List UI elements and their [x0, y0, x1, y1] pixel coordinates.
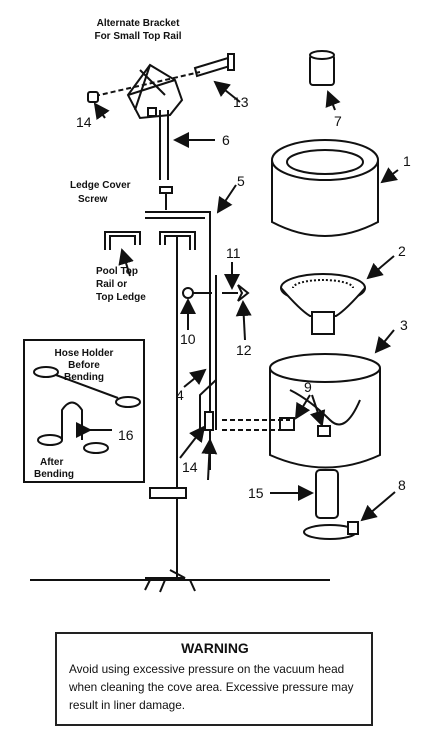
part-number-12: 12 [236, 342, 252, 358]
part-7-cap [309, 50, 335, 86]
part-8-clamp [303, 521, 359, 540]
part-number-14-bottom: 14 [182, 459, 198, 475]
part-number-9: 9 [304, 379, 312, 395]
warning-title: WARNING [181, 640, 249, 656]
part-number-14-top: 14 [76, 114, 92, 130]
ledge-cover-label-1: Ledge Cover [70, 180, 131, 191]
ledge-cover-label-2: Screw [78, 194, 108, 205]
part-15-tube [315, 469, 339, 519]
part-number-13: 13 [233, 94, 249, 110]
after-bending-label-2: Bending [34, 469, 74, 480]
part-number-1: 1 [403, 153, 411, 169]
part-number-10: 10 [180, 331, 196, 347]
ground [30, 579, 330, 593]
part-number-6: 6 [222, 132, 230, 148]
part-number-4: 4 [176, 387, 184, 403]
hose-holder-label-1: Hose Holder [55, 348, 114, 359]
alternate-bracket [87, 53, 235, 180]
part-number-5: 5 [237, 173, 245, 189]
part-number-15: 15 [248, 485, 264, 501]
ledge-cover-screw [159, 186, 173, 210]
part-number-8: 8 [398, 477, 406, 493]
leader-lines [93, 80, 399, 522]
part-2-strainer [280, 273, 366, 335]
hose-holder-label-3: Bending [64, 372, 104, 383]
warning-box: WARNING Avoid using excessive pressure o… [55, 632, 373, 726]
part-number-3: 3 [400, 317, 408, 333]
exploded-parts-diagram: Hose Holder Before Bending After Bending [23, 18, 411, 593]
part-1-housing [271, 139, 379, 237]
part-number-2: 2 [398, 243, 406, 259]
hanger-bracket [104, 211, 211, 580]
pool-top-label-1: Pool Top [96, 266, 138, 277]
hose-holder-label-2: Before [68, 360, 100, 371]
part-number-7: 7 [334, 113, 342, 129]
part-number-11: 11 [226, 245, 241, 261]
pool-top-label-3: Top Ledge [96, 292, 146, 303]
pool-top-label-2: Rail or [96, 279, 127, 290]
part-number-16: 16 [118, 427, 134, 443]
hose-holder-inset: Hose Holder Before Bending After Bending [23, 339, 145, 483]
alternate-bracket-label-1: Alternate Bracket [97, 18, 180, 29]
warning-text: Avoid using excessive pressure on the va… [69, 662, 354, 712]
after-bending-label-1: After [40, 457, 63, 468]
alternate-bracket-label-2: For Small Top Rail [94, 31, 181, 42]
